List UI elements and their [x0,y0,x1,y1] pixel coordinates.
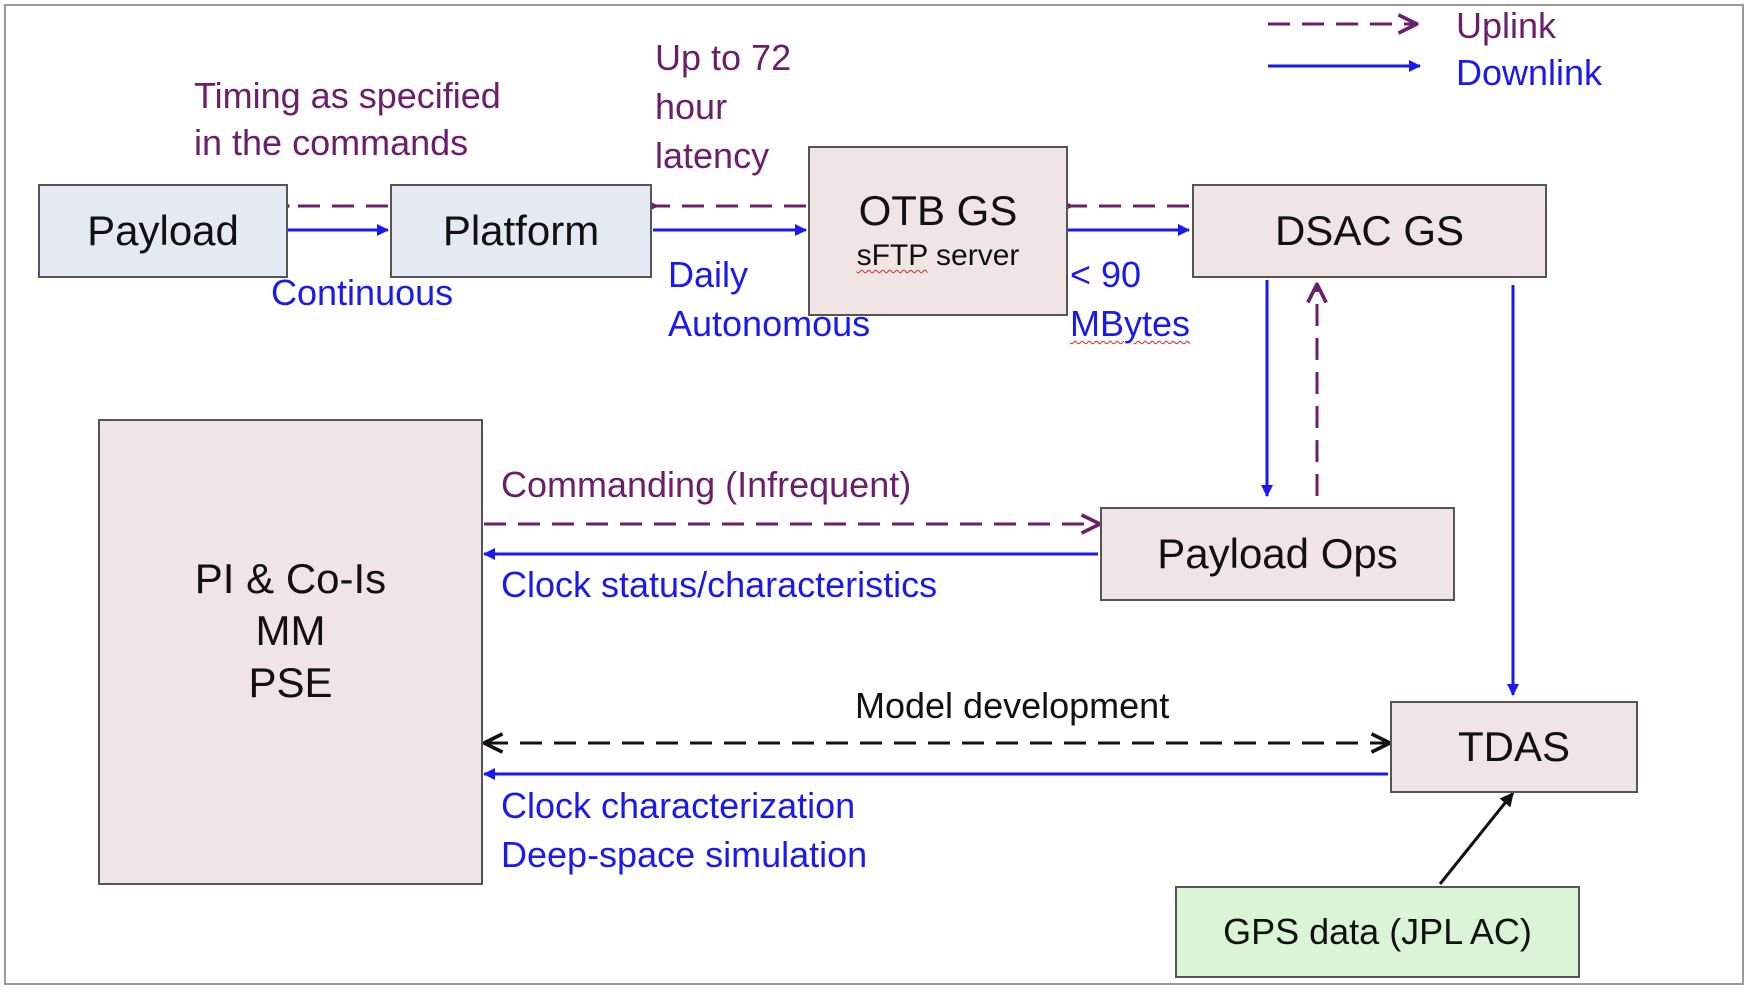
commanding-label: Commanding (Infrequent) [501,464,912,505]
platform-label: Platform [442,207,600,254]
size-label-line2: MBytes [1070,303,1191,344]
dsac-gs-box: DSAC GS [1192,184,1547,278]
deep-space-simulation-label: Deep-space simulation [501,834,868,875]
daily-label: Daily [668,254,749,295]
model-development-label: Model development [855,685,1170,726]
latency-label-line1: Up to 72 [655,37,792,78]
clock-status-label: Clock status/characteristics [501,564,938,605]
latency-label-line3: latency [655,135,770,176]
pi-line3: PSE [248,659,333,706]
otb-gs-title: OTB GS [858,187,1018,234]
gps-data-label: GPS data (JPL AC) [1223,911,1532,952]
otb-gs-server: server [927,239,1020,272]
latency-label-line2: hour [655,86,728,127]
arrow-gps-to-tdas [1438,792,1515,885]
payload-label: Payload [87,207,239,254]
timing-label-line2: in the commands [194,122,469,163]
pi-line1: PI & Co-Is [194,555,387,602]
pi-coi-box: PI & Co-Is MM PSE [98,419,483,885]
tdas-label: TDAS [1457,723,1570,770]
platform-box: Platform [390,184,652,278]
payload-ops-box: Payload Ops [1100,507,1455,601]
otb-gs-box: OTB GS sFTP server [808,146,1068,316]
size-label-line1: < 90 [1070,254,1142,295]
gps-data-box: GPS data (JPL AC) [1175,886,1580,978]
otb-gs-sftp: sFTP [856,239,928,272]
clock-characterization-label: Clock characterization [501,785,856,826]
dsac-gs-label: DSAC GS [1274,207,1465,254]
otb-gs-subtitle: sFTP server [857,236,1020,276]
payload-ops-label: Payload Ops [1157,530,1398,577]
tdas-box: TDAS [1390,701,1638,793]
legend-uplink-label: Uplink [1456,5,1557,46]
diagram-frame [4,4,1744,985]
pi-line2: MM [255,607,326,654]
timing-label-line1: Timing as specified [194,75,501,116]
autonomous-label: Autonomous [668,303,871,344]
payload-box: Payload [38,184,288,278]
legend-downlink-label: Downlink [1456,52,1603,93]
continuous-label: Continuous [271,272,454,313]
